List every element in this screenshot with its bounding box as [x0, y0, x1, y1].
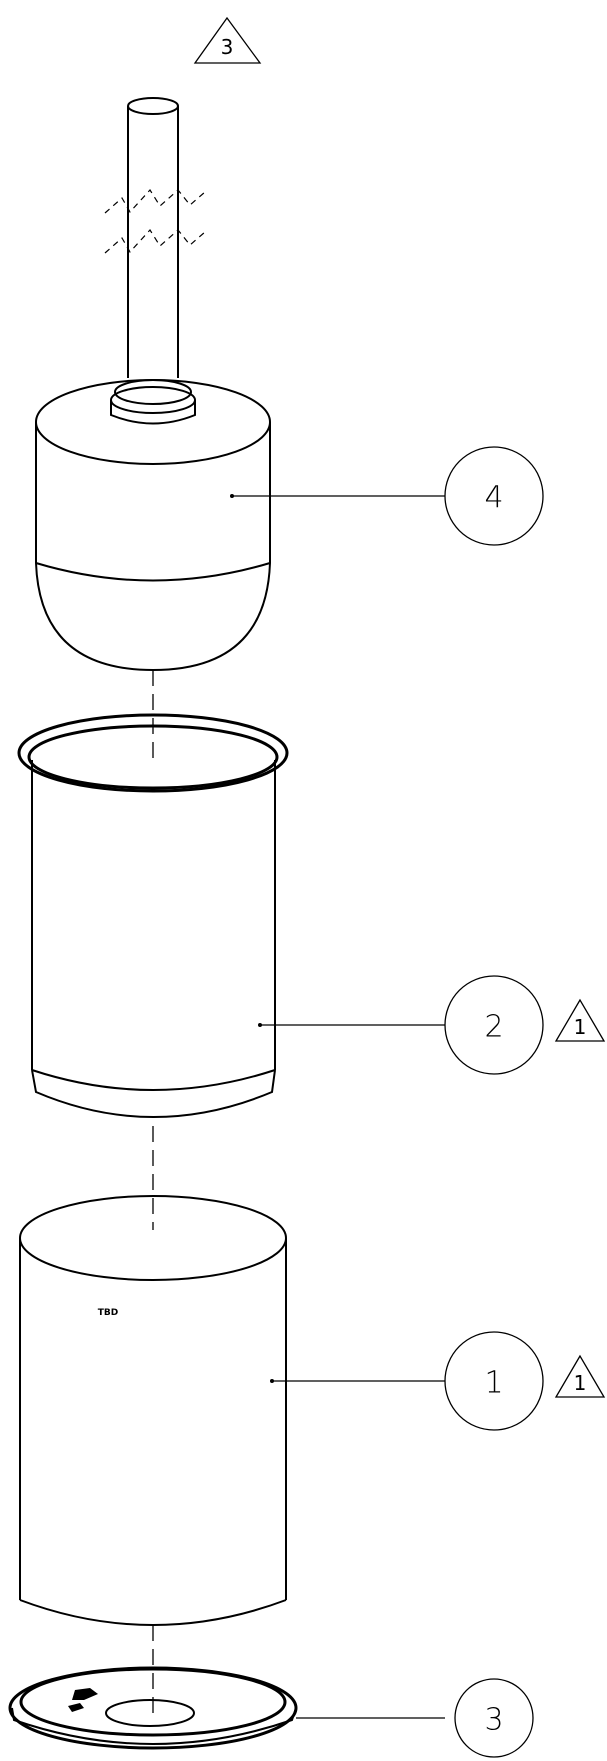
callout-4: 4 [444, 446, 544, 546]
callout-2-label: 2 [484, 1010, 503, 1045]
revision-triangle-top: 3 [193, 16, 262, 64]
part-3-base-ring [8, 1666, 445, 1750]
part-1-outer-cup: TBD [19, 1195, 445, 1626]
callout-4-label: 4 [484, 481, 503, 516]
revision-triangle-part-1: 1 [554, 1354, 606, 1398]
revision-triangle-part-2: 1 [554, 998, 606, 1042]
part-1-marking: TBD [98, 1308, 118, 1318]
part-2-inner-cup [17, 713, 445, 1118]
revision-triangle-top-label: 3 [221, 35, 234, 59]
callout-3-label: 3 [484, 1703, 503, 1738]
callout-3: 3 [454, 1678, 534, 1758]
revision-triangle-part-1-label: 1 [574, 1371, 587, 1395]
part-4-rod-float [35, 97, 445, 672]
revision-triangle-part-2-label: 1 [574, 1015, 587, 1039]
callout-1-label: 1 [484, 1366, 503, 1401]
callout-2: 2 [444, 975, 544, 1075]
callout-1: 1 [444, 1331, 544, 1431]
